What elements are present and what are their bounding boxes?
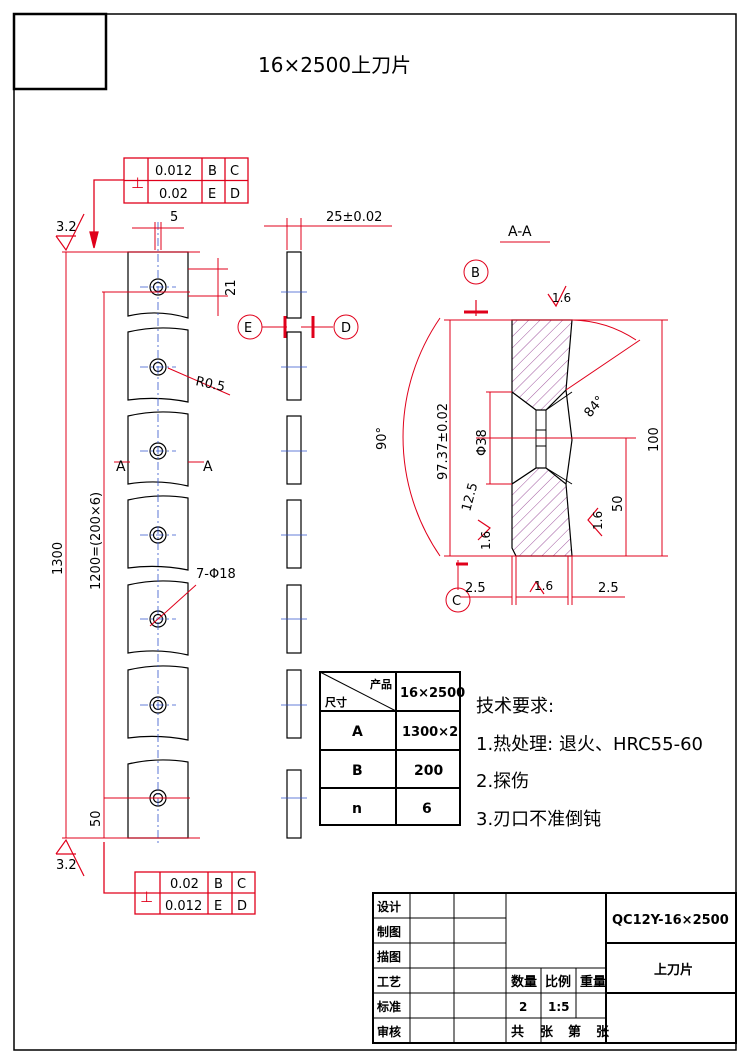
requirement-item: 3.刃口不准倒钝 — [476, 809, 601, 830]
col-weight: 重量 — [580, 974, 606, 990]
dim-overall-length: 1300 — [51, 542, 66, 575]
tb-label: 设计 — [377, 899, 401, 914]
param-row-label: n — [352, 801, 362, 817]
dim-bottom-left: 2.5 — [465, 581, 486, 596]
requirement-item: 1.热处理: 退火、HRC55-60 — [476, 734, 703, 755]
dim-width: 97.37±0.02 — [436, 403, 451, 480]
tol-datum: E — [214, 899, 222, 914]
center-lines — [140, 222, 176, 845]
datum-E: E — [244, 321, 252, 336]
requirements-heading: 技术要求: — [476, 696, 554, 717]
roughness-section-right: 1.6 — [591, 511, 605, 530]
dim-angle-bevel: 84° — [582, 393, 608, 420]
tb-label: 描图 — [377, 949, 401, 964]
datum-B: B — [471, 266, 480, 281]
tb-footer: 张 — [596, 1025, 610, 1040]
section-mark-right: A — [203, 459, 213, 475]
section-label: A-A — [508, 224, 532, 240]
tb-label: 标准 — [376, 999, 401, 1014]
tb-footer: 第 — [568, 1024, 581, 1040]
param-corner-top: 产品 — [370, 677, 392, 691]
dim-holes: 7-Φ18 — [196, 567, 236, 582]
tol-datum: D — [230, 187, 240, 202]
section-dimension-lines — [402, 259, 668, 613]
param-table — [319, 671, 461, 826]
perpendicular-symbol-top: ⊥ — [131, 174, 144, 192]
param-row-label: B — [352, 763, 363, 779]
side-dimension-lines — [237, 218, 392, 340]
param-row-label: A — [352, 724, 363, 740]
param-row-value: 200 — [414, 763, 443, 779]
roughness-section-left: 1.6 — [479, 531, 493, 550]
tol-datum: B — [208, 164, 217, 179]
tol-value: 0.02 — [170, 877, 199, 892]
section-mark-left: A — [116, 459, 126, 475]
tb-label: 审核 — [377, 1024, 401, 1039]
tb-label: 工艺 — [377, 974, 401, 989]
tb-footer: 共 — [511, 1024, 524, 1040]
dim-angle-left: 90° — [375, 427, 390, 450]
roughness-bottom-icon — [55, 838, 85, 877]
roughness-section-bottom: 1.6 — [534, 579, 553, 593]
dim-radius: R0.5 — [194, 374, 226, 395]
dim-bore: Φ38 — [475, 429, 490, 456]
drawing-title: 16×2500上刀片 — [258, 53, 411, 77]
tb-label: 制图 — [377, 924, 401, 939]
dim-half-height: 50 — [611, 495, 626, 512]
part-name: 上刀片 — [654, 962, 693, 978]
front-view — [127, 251, 189, 839]
tol-datum: D — [237, 899, 247, 914]
param-corner-bottom: 尺寸 — [325, 695, 347, 709]
tolerance-frame-top — [89, 157, 249, 249]
dim-pitch: 1200=(200×6) — [89, 492, 104, 590]
dim-bottom-right: 2.5 — [598, 581, 619, 596]
corner-box — [12, 12, 108, 91]
param-row-value: 6 — [422, 801, 432, 817]
tb-footer: 张 — [540, 1025, 554, 1040]
dim-chamfer: 12.5 — [459, 481, 481, 513]
side-view — [286, 251, 302, 839]
section-body — [511, 319, 573, 557]
roughness-bottom: 3.2 — [56, 858, 77, 873]
dim-slot-width: 5 — [170, 210, 178, 225]
roughness-section-top: 1.6 — [552, 291, 571, 305]
scale-value: 1:5 — [548, 1000, 570, 1014]
tol-datum: B — [214, 877, 223, 892]
quantity-value: 2 — [519, 1000, 527, 1014]
requirement-item: 2.探伤 — [476, 771, 529, 792]
param-header: 16×2500 — [400, 686, 465, 701]
param-row-value: 1300×2 — [402, 725, 458, 740]
tol-datum: E — [208, 187, 216, 202]
tol-datum: C — [230, 164, 239, 179]
dim-thickness: 25±0.02 — [326, 210, 382, 225]
tolerance-frame-bottom — [103, 842, 256, 915]
front-dimension-lines — [62, 222, 231, 839]
drawing-number: QC12Y-16×2500 — [612, 913, 729, 928]
tol-value: 0.012 — [165, 899, 202, 914]
tol-value: 0.02 — [159, 187, 188, 202]
dim-hole-offset: 21 — [224, 279, 239, 296]
col-quantity: 数量 — [511, 974, 537, 990]
side-center-lines — [281, 291, 307, 799]
roughness-top-icon — [55, 213, 85, 252]
drawing-border — [13, 13, 737, 1051]
datum-D: D — [341, 321, 351, 336]
tol-datum: C — [237, 877, 246, 892]
roughness-top: 3.2 — [56, 220, 77, 235]
col-scale: 比例 — [545, 974, 571, 990]
perpendicular-symbol-bottom: ⊥ — [140, 888, 153, 906]
section-roughness-icons — [477, 285, 603, 595]
dim-end-offset: 50 — [89, 810, 104, 827]
datum-C: C — [452, 594, 461, 609]
tol-value: 0.012 — [155, 164, 192, 179]
dim-height: 100 — [647, 427, 662, 452]
title-block — [372, 892, 737, 1044]
